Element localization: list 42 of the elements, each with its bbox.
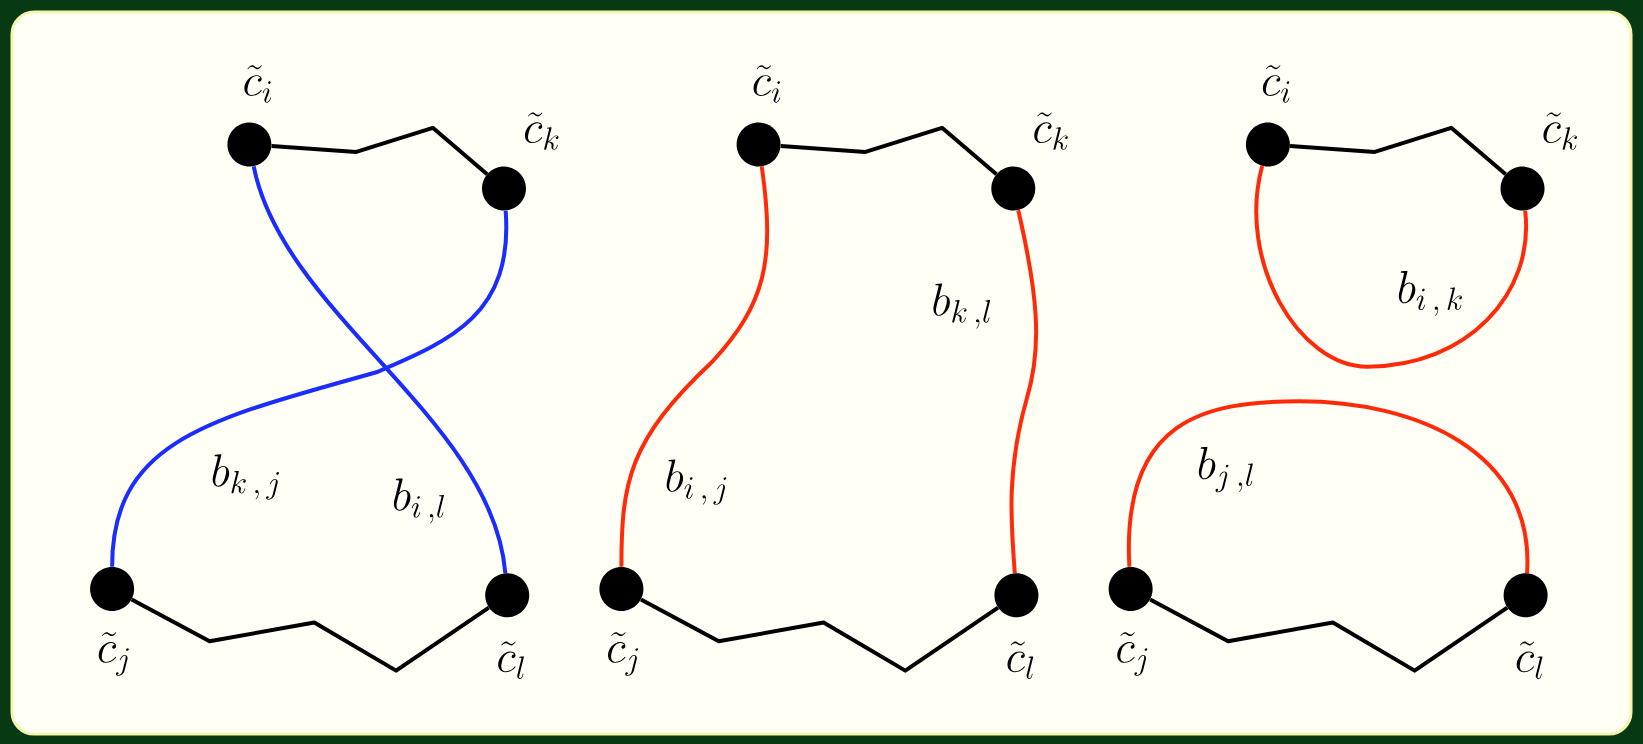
connector-line: [640, 597, 1000, 673]
edge-label: $b_{k\,,\,j}$: [209, 453, 283, 501]
edge-label: $b_{i\,,\,j}$: [663, 458, 731, 506]
dot: [1108, 566, 1153, 611]
dot: [1503, 573, 1548, 618]
curved-line: [1254, 165, 1528, 369]
curved-line: [251, 165, 508, 574]
connector-line: [780, 125, 998, 176]
dot: [991, 166, 1036, 211]
dot: [599, 566, 644, 611]
edge-label: $b_{k\,,l}$: [930, 282, 994, 330]
curved-line: [110, 210, 509, 567]
node-label: $\tilde{c}_k$: [1543, 112, 1577, 150]
curved-line: [1009, 209, 1039, 574]
node-label: $\tilde{c}_k$: [524, 112, 559, 150]
dot: [736, 122, 781, 167]
dot: [994, 573, 1039, 618]
node-label: $\tilde{c}_j$: [608, 632, 639, 676]
edge-label: $b_{i\,,\,k}$: [1395, 269, 1465, 317]
dot: [485, 573, 530, 618]
node-label: $\tilde{c}_l$: [498, 641, 524, 679]
edge-label: $b_{j\,,l}$: [1195, 445, 1257, 493]
node-label: $\tilde{c}_i$: [1262, 65, 1290, 103]
node-label: $\tilde{c}_j$: [98, 632, 129, 676]
node-label: $\tilde{c}_i$: [244, 65, 271, 103]
dot: [1500, 166, 1545, 211]
connector-line: [1149, 597, 1509, 673]
node-label: $\tilde{c}_k$: [1034, 112, 1068, 150]
dot: [482, 166, 526, 211]
connector-line: [130, 597, 490, 673]
curved-line: [619, 166, 770, 567]
node-label: $\tilde{c}_l$: [1516, 641, 1543, 679]
connector-line: [1289, 125, 1507, 176]
dot: [90, 566, 135, 611]
connector-line: [271, 125, 489, 176]
node-label: $\tilde{c}_l$: [1007, 641, 1034, 679]
curved-line: [1127, 399, 1530, 574]
node-label: $\tilde{c}_i$: [753, 65, 781, 103]
dot: [227, 122, 272, 167]
edge-label: $b_{i\,,l}$: [390, 477, 448, 525]
node-label: $\tilde{c}_j$: [1117, 632, 1148, 676]
dot: [1245, 122, 1290, 167]
